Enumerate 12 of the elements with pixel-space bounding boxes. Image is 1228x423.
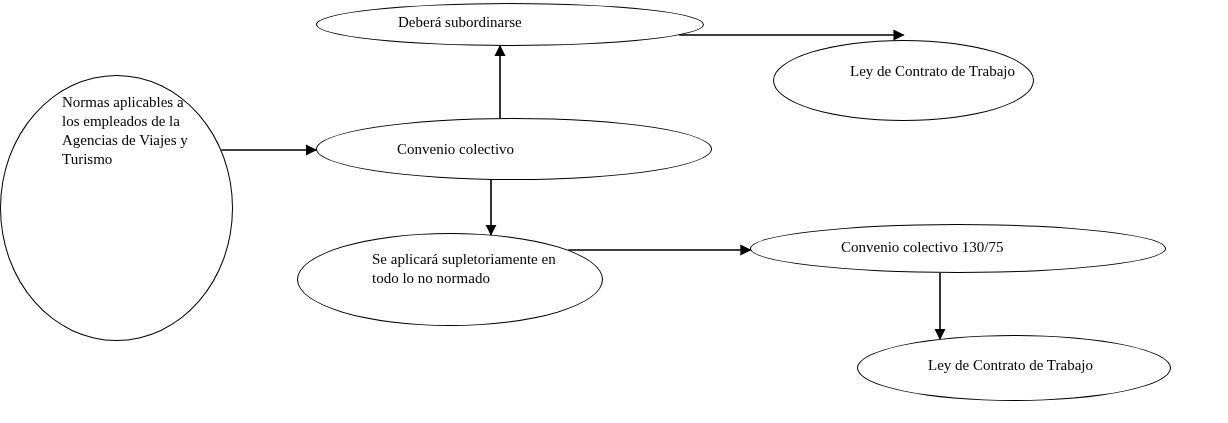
node-label: Convenio colectivo 130/75 [841, 238, 1005, 257]
node-label: Normas aplicables a los empleados de la Agencias de Viajes y Turismo [62, 93, 189, 169]
arrow [934, 272, 946, 340]
node-label: Ley de Contrato de Trabajo [928, 356, 1094, 375]
node-label: Se aplicará supletoriamente en todo lo no normado [372, 250, 557, 288]
arrow [494, 44, 506, 119]
node-label: Ley de Contrato de Trabajo [850, 62, 1016, 81]
arrow [678, 29, 905, 41]
arrow [567, 244, 752, 256]
arrow [220, 144, 318, 156]
node-label: Convenio colectivo [397, 140, 516, 159]
node-label: Deberá subordinarse [398, 13, 523, 32]
